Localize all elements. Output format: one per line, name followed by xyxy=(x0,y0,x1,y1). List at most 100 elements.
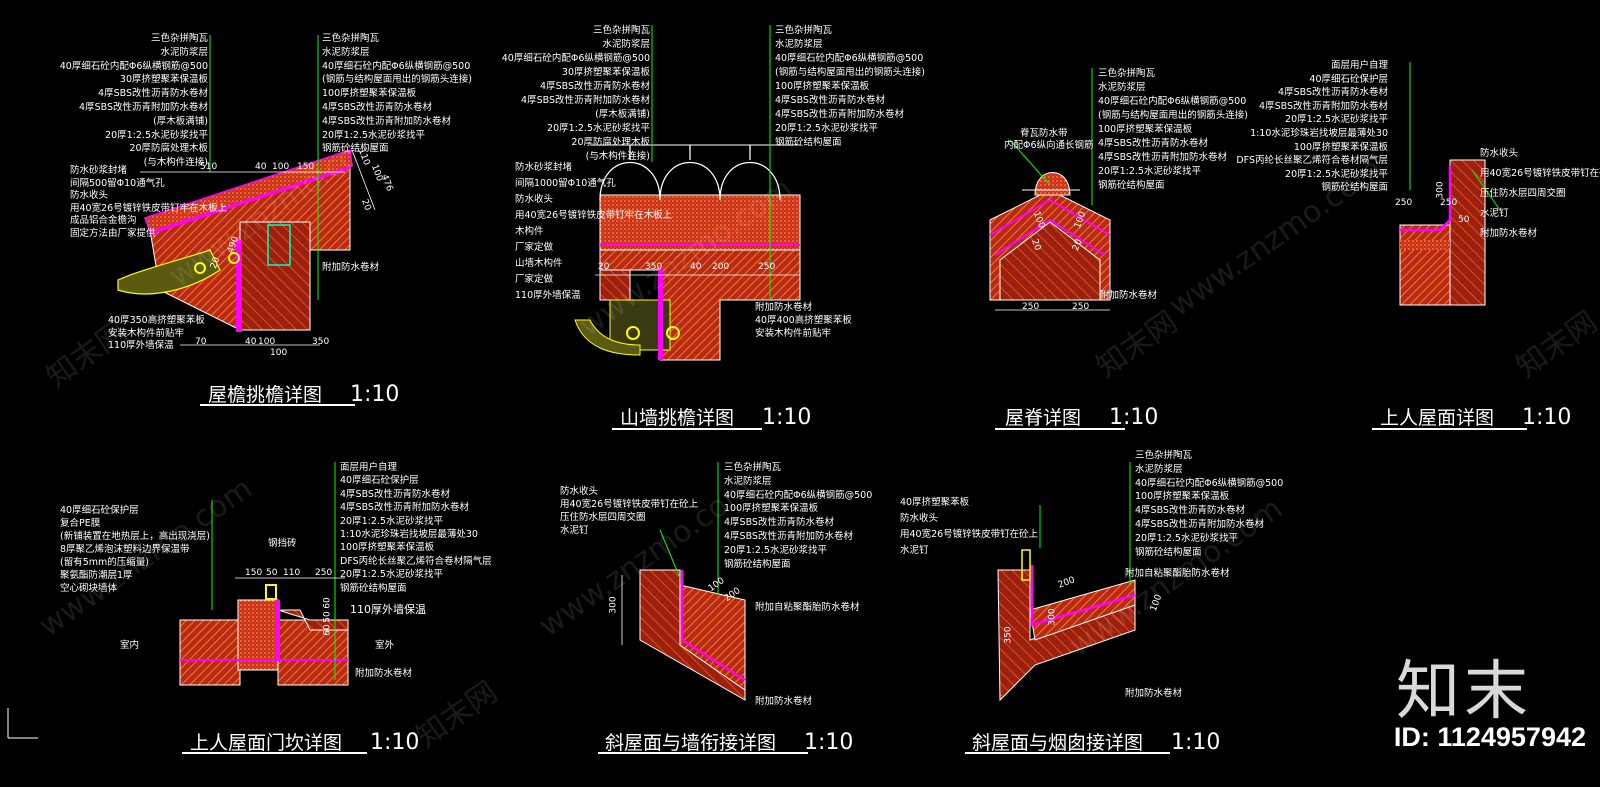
gable-callout-a: (与木构件连接) xyxy=(585,151,650,162)
eave-callout-b: 三色杂拼陶瓦 xyxy=(322,33,380,44)
door-sill-left-callout: 聚氨酯防潮层1厚 xyxy=(60,570,133,581)
gable-left-callout: 厂家定做 xyxy=(515,242,554,253)
slope-chimney-callout: 100厚挤塑聚苯保温板 xyxy=(1135,491,1230,503)
gable-callout-a: 三色杂拼陶瓦 xyxy=(592,25,650,36)
title-eave-text: 屋檐挑檐详图 xyxy=(208,384,323,406)
roof-access-callout: 20厚1:2.5水泥砂浆找平 xyxy=(1285,168,1388,180)
gable-left-callout: 110厚外墙保温 xyxy=(515,290,581,301)
ridge-callout: 三色杂拼陶瓦 xyxy=(1098,68,1156,79)
slope-chimney-membrane xyxy=(1030,565,1136,627)
title-slope-chimney-text: 斜屋面与烟囱接详图 xyxy=(972,732,1144,754)
eave-callout-b: (钢筋与结构屋面甩出的钢筋头连接) xyxy=(322,74,472,86)
door-sill-outside-slab xyxy=(277,619,349,686)
dimension-text: 110 xyxy=(283,568,301,578)
gable-callout-b: 水泥防浆层 xyxy=(775,39,823,50)
eave-callout-a: 20厚防腐处理木板 xyxy=(129,143,208,155)
eave-callout-b: 4厚SBS改性沥青附加防水卷材 xyxy=(322,115,451,127)
slope-wall-callout: 20厚1:2.5水泥砂浆找平 xyxy=(724,544,827,556)
gable-bolt xyxy=(666,326,680,340)
dimension-text: 350 xyxy=(312,337,330,347)
eave-callout-a: 4厚SBS改性沥青防水卷材 xyxy=(98,88,208,100)
dimension-text: 100 xyxy=(272,162,290,172)
gable-callout-b: 100厚挤塑聚苯保温板 xyxy=(775,81,870,92)
dimension-text: 40 xyxy=(245,337,257,347)
ucs-marker xyxy=(7,708,38,739)
eave-membrane xyxy=(149,167,351,235)
door-sill-left-callout: 40厚细石砼保护层 xyxy=(60,505,139,516)
eave-callout-a: (与木构件连接) xyxy=(143,157,208,169)
ridge-cap-tile xyxy=(1034,172,1071,196)
gable-callout-a: 水泥防浆层 xyxy=(602,39,650,50)
gable-callout-b: 4厚SBS改性沥青附加防水卷材 xyxy=(775,109,904,120)
slope-wall-leader xyxy=(659,529,681,579)
dimension-text: 50 xyxy=(266,568,278,578)
gable-left-callout: 木构件 xyxy=(515,226,544,237)
roof-access-right-callout: 用40宽26号镀锌铁皮带钉在砼上 xyxy=(1480,168,1600,179)
roof-access-callout: 面层用户自理 xyxy=(1330,60,1388,71)
dimension-text: 250 xyxy=(758,262,776,272)
gable-callout-a: 4厚SBS改性沥青防水卷材 xyxy=(540,81,650,92)
eave-left-callout: 用40宽26号镀锌铁皮带钉牢在木板上 xyxy=(70,202,228,214)
gable-right-callout: 附加防水卷材 xyxy=(755,302,813,313)
title-gable-text: 山墙挑檐详图 xyxy=(620,407,735,429)
door-sill-callout: 20厚1:2.5水泥砂浆找平 xyxy=(340,515,443,527)
gable-callout-b: 4厚SBS改性沥青防水卷材 xyxy=(775,95,885,106)
eave-callout-b: 40厚细石砼内配Φ6纵横钢筋@500 xyxy=(322,60,471,72)
ridge-membrane xyxy=(989,198,1111,236)
ridge-triangle xyxy=(999,221,1101,301)
dimension-text: 40 xyxy=(690,262,702,272)
title-door-sill-text: 上人屋面门坎详图 xyxy=(190,732,343,754)
title-underline xyxy=(1372,428,1527,430)
door-sill-callout: 面层用户自理 xyxy=(340,462,398,473)
slope-chimney-left-callout: 防水收头 xyxy=(900,513,939,524)
dimension-text: 200 xyxy=(712,262,730,272)
door-sill-detail-drawing xyxy=(179,462,349,686)
dimension-text: 510 xyxy=(200,162,218,172)
dimension-text: 20 xyxy=(598,262,610,272)
slope-wall-left-callout: 用40宽26号镀锌铁皮带钉在砼上 xyxy=(560,499,699,510)
eave-callout-b: 20厚1:2.5水泥砂浆找平 xyxy=(322,129,425,141)
dimension-text: 50 xyxy=(322,611,333,623)
dimension-text: 70 xyxy=(195,337,207,347)
door-sill-left-callout: (留有5mm的压缩量) xyxy=(60,557,149,568)
roof-access-callout: 4厚SBS改性沥青附加防水卷材 xyxy=(1259,100,1388,112)
ridge-left-label-1: 脊瓦防水带 xyxy=(1020,128,1068,139)
eave-callout-a: 4厚SBS改性沥青附加防水卷材 xyxy=(79,102,208,113)
title-ridge-scale: 1:10 xyxy=(1109,405,1159,430)
eave-callout-b: 100厚挤塑聚苯保温板 xyxy=(322,88,417,100)
roof-access-membrane xyxy=(1400,165,1452,232)
slope-chimney-wall xyxy=(997,569,1136,702)
door-sill-callout: 1:10水泥珍珠岩找坡层最薄处30 xyxy=(340,529,478,540)
slope-wall-callout: 4厚SBS改性沥青防水卷材 xyxy=(724,517,834,529)
title-ridge-text: 屋脊详图 xyxy=(1005,407,1082,429)
roof-access-callout: 钢筋砼结构屋面 xyxy=(1321,182,1388,194)
gable-callout-a: 20厚1:2.5水泥砂浆找平 xyxy=(547,123,650,134)
dimension-text: 40 xyxy=(255,162,267,172)
gable-tile-arcs xyxy=(599,145,781,201)
title-underline xyxy=(200,404,355,406)
roof-access-leader xyxy=(1471,169,1501,211)
dimension-text: 100 xyxy=(270,348,288,358)
slope-wall-callout: 100厚挤塑聚苯保温板 xyxy=(724,503,819,515)
gable-callout-a: (厚木板满铺) xyxy=(595,109,650,120)
roof-access-right-callout: 水泥钉 xyxy=(1480,208,1509,219)
eave-callout-a: 40厚细石砼内配Φ6纵横钢筋@500 xyxy=(59,60,208,72)
dimension-text: 250 xyxy=(315,568,333,578)
slope-wall-left-callout: 压住防水层四周交圈 xyxy=(560,512,646,523)
dimension-text: 250 xyxy=(1072,302,1090,312)
slope-wall-right-callout: 附加防水卷材 xyxy=(755,696,813,707)
ridge-bottom-label: 附加防水卷材 xyxy=(1100,290,1158,301)
gable-callout-a: 40厚细石砼内配Φ6纵横钢筋@500 xyxy=(501,53,650,64)
slope-wall-right-callout: 附加自粘聚酯胎防水卷材 xyxy=(755,602,860,613)
slope-chimney-callout: 4厚SBS改性沥青附加防水卷材 xyxy=(1135,519,1264,530)
gable-right-callout: 40厚400高挤塑聚苯板 xyxy=(755,315,852,326)
dimension-text: 60 xyxy=(322,597,333,609)
ridge-callout: 4厚SBS改性沥青附加防水卷材 xyxy=(1098,152,1227,163)
eave-callout-a: (厚木板满铺) xyxy=(153,115,208,127)
slope-wall-roof xyxy=(679,584,746,691)
eave-gutter xyxy=(117,249,221,295)
slope-chimney-insulation-board xyxy=(1021,549,1031,581)
dimension-text: 350 xyxy=(1003,626,1014,644)
